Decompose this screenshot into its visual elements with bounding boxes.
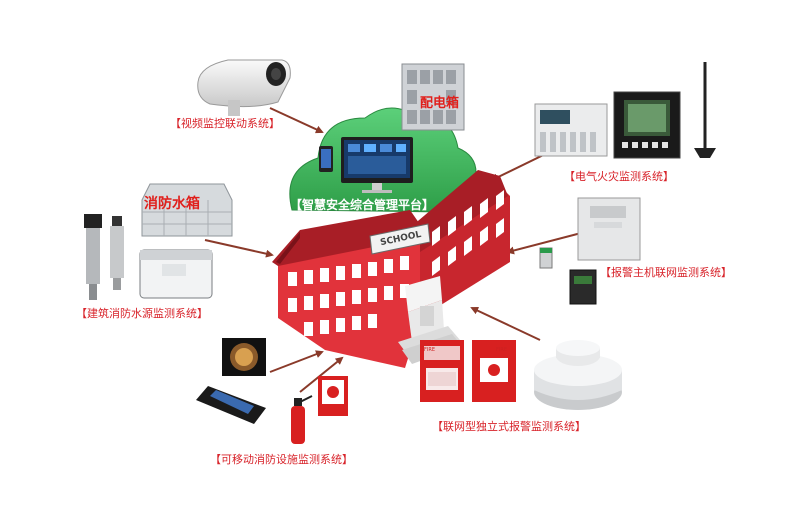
distribution-cabinet [401,63,465,131]
alarm-host-modules [539,247,597,305]
phone-icon [319,146,333,172]
school-sign [369,223,431,255]
arrow-mobile-2 [299,356,344,393]
fire-extinguisher [291,395,313,444]
alarm-host-panel [577,197,641,261]
label-water-system: 【建筑消防水源监测系统】 [76,307,208,320]
label-standalone-system: 【联网型独立式报警监测系统】 [432,420,586,433]
water-tank [141,183,233,237]
fire-panel-display [222,338,266,376]
arrow-water [204,239,274,258]
cloud-platform [289,107,477,213]
water-tank-label: 消防水箱 [144,196,200,212]
fire-alarm-right [472,340,516,402]
platform-label: 【智慧安全综合管理平台】 [290,198,435,212]
pressure-sensors [84,214,124,300]
smoke-detector [534,340,622,410]
antenna-icon [694,62,716,158]
monitor-icon [341,137,413,193]
label-video-system: 【视频监控联动系统】 [170,117,280,130]
building-windows [288,190,504,336]
fire-text-left: FIRE [424,347,435,353]
arrow-video [269,107,324,134]
label-mobile-system: 【可移动消防设施监测系统】 [210,453,353,466]
fire-text-right: FIRE [496,347,507,353]
electric-fire-devices [534,91,681,159]
arrow-standalone [470,306,541,341]
school-building [272,170,510,368]
water-monitor-box [139,249,213,299]
arrow-alarm-host [506,231,586,255]
alarm-sign [318,376,348,416]
handheld-terminal [196,386,266,424]
cabinet-label: 配电箱 [420,96,460,111]
fire-alarm-left [420,340,464,402]
label-alarm-host-system: 【报警主机联网监测系统】 [600,266,732,279]
camera-icon [197,59,291,116]
label-electric-system: 【电气火灾监测系统】 [564,170,674,183]
arrow-mobile-1 [269,350,324,373]
